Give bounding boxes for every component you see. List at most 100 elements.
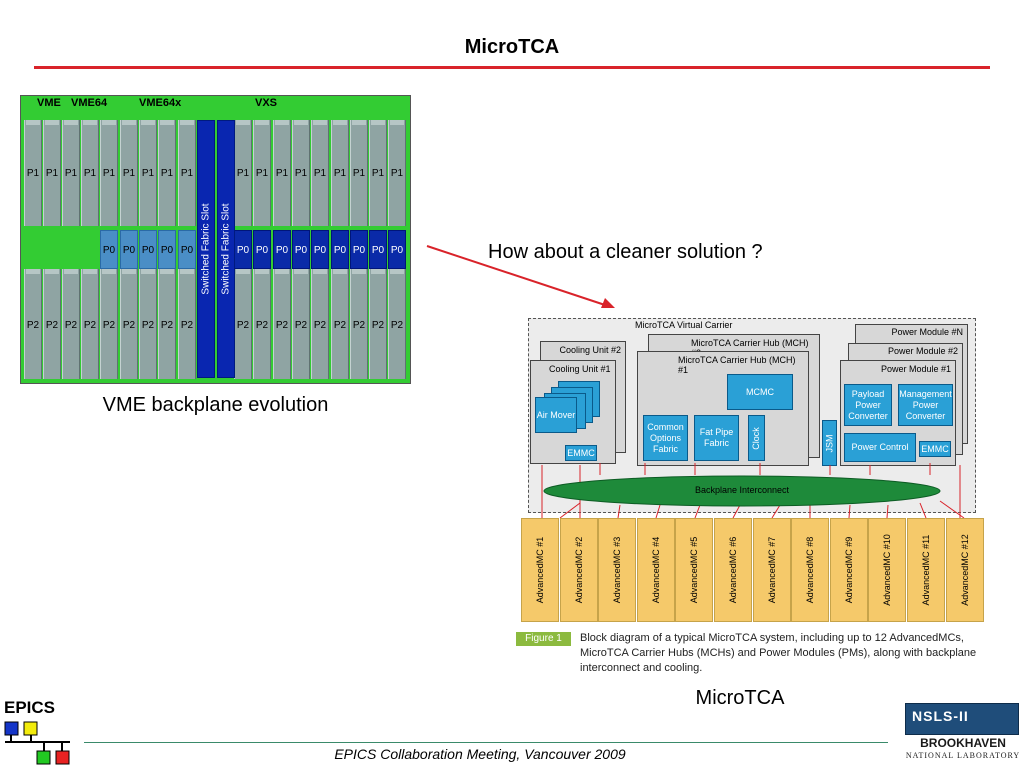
p1-slot (100, 120, 118, 226)
jsm-label: JSM (824, 434, 834, 452)
p2-slot (273, 269, 291, 379)
p2-label: P2 (333, 320, 347, 331)
advancedmc-label: AdvancedMC #1 (535, 536, 545, 604)
p0-connector: P0 (311, 230, 329, 269)
vme64-header: VME64 (71, 97, 108, 109)
power-module-1-label: Power Module #1 (880, 364, 951, 374)
advancedmc-card: AdvancedMC #5 (675, 518, 714, 622)
p2-label: P2 (352, 320, 366, 331)
footer-text: EPICS Collaboration Meeting, Vancouver 2… (334, 746, 626, 762)
p1-slot (273, 120, 291, 226)
advancedmc-label: AdvancedMC #2 (573, 536, 584, 604)
p1-slot (388, 120, 406, 226)
p2-slot (369, 269, 387, 379)
p2-label: P2 (255, 320, 269, 331)
air-mover: Air Mover (535, 397, 577, 433)
p2-label: P2 (236, 320, 250, 331)
power-module-2-label: Power Module #2 (887, 346, 958, 356)
advancedmc-label: AdvancedMC #4 (650, 536, 661, 604)
p1-slot (292, 120, 310, 226)
national-lab-text: NATIONAL LABORATORY (905, 751, 1021, 760)
p1-label: P1 (294, 168, 308, 179)
p1-label: P1 (141, 168, 155, 179)
red-arrow (426, 245, 615, 308)
virtual-carrier-label: MicroTCA Virtual Carrier (635, 320, 733, 330)
vme-header: VME (37, 97, 61, 109)
p0-connector: P0 (388, 230, 406, 269)
advancedmc-label: AdvancedMC #7 (766, 536, 777, 604)
advancedmc-label: AdvancedMC #5 (689, 536, 700, 604)
figure-caption: Block diagram of a typical MicroTCA syst… (580, 632, 977, 674)
advancedmc-label: AdvancedMC #6 (728, 536, 738, 604)
p1-label: P1 (45, 168, 59, 179)
vxs-header: VXS (255, 97, 278, 109)
p2-slot (350, 269, 368, 379)
p2-slot (311, 269, 329, 379)
p1-label: P1 (64, 168, 78, 179)
advancedmc-card: AdvancedMC #8 (791, 518, 830, 622)
p0-connector: P0 (100, 230, 118, 269)
p1-label: P1 (333, 168, 347, 179)
question-text: How about a cleaner solution ? (488, 241, 763, 263)
advancedmc-label: AdvancedMC #10 (882, 534, 893, 606)
p2-label: P2 (64, 320, 78, 331)
p2-slot (331, 269, 349, 379)
microtca-caption: MicroTCA (695, 687, 785, 709)
management-power-converter: Management Power Converter (898, 384, 953, 426)
p2-slot (100, 269, 118, 379)
p1-slot (24, 120, 42, 226)
advancedmc-card: AdvancedMC #9 (829, 518, 868, 622)
advancedmc-card: AdvancedMC #3 (598, 518, 637, 622)
common-options-fabric: Common Options Fabric (643, 415, 688, 461)
advancedmc-card: AdvancedMC #7 (752, 518, 791, 622)
advancedmc-card: AdvancedMC #1 (521, 518, 559, 622)
fat-pipe-fabric: Fat Pipe Fabric (694, 415, 739, 461)
p2-slot (120, 269, 138, 379)
p2-label: P2 (122, 320, 136, 331)
p0-connector: P0 (350, 230, 368, 269)
p1-label: P1 (83, 168, 97, 179)
p0-connector: P0 (178, 230, 196, 269)
mcmc-block: MCMC (727, 374, 793, 410)
backplane-interconnect-label: Backplane Interconnect (694, 485, 790, 495)
mch-1-label: MicroTCA Carrier Hub (MCH) #1 (678, 355, 796, 375)
p2-label: P2 (275, 320, 289, 331)
p1-slot (253, 120, 271, 226)
p1-label: P1 (122, 168, 136, 179)
p2-slot (139, 269, 157, 379)
p1-label: P1 (352, 168, 366, 179)
p0-connector: P0 (331, 230, 349, 269)
figure-badge: Figure 1 (516, 632, 571, 646)
advancedmc-label: AdvancedMC #11 (921, 534, 931, 606)
power-control: Power Control (844, 433, 916, 462)
p1-label: P1 (180, 168, 194, 179)
p2-label: P2 (26, 320, 40, 331)
p2-slot (388, 269, 406, 379)
p2-slot (253, 269, 271, 379)
backplane-interconnect (543, 475, 941, 507)
p1-slot (311, 120, 329, 226)
power-module-n-label: Power Module #N (891, 327, 963, 337)
p1-slot (369, 120, 387, 226)
advancedmc-label: AdvancedMC #12 (959, 534, 970, 606)
p2-slot (62, 269, 80, 379)
p0-connector: P0 (273, 230, 291, 269)
advancedmc-card: AdvancedMC #6 (714, 518, 752, 622)
cooling-unit-2-label: Cooling Unit #2 (559, 345, 621, 355)
cooling-emmc: EMMC (565, 445, 597, 461)
p0-connector: P0 (139, 230, 157, 269)
p2-label: P2 (294, 320, 308, 331)
nsls-logo-text: NSLS-II (912, 708, 969, 724)
p2-slot (158, 269, 176, 379)
slide-title: MicroTCA (464, 36, 560, 58)
p2-label: P2 (102, 320, 116, 331)
p1-slot (139, 120, 157, 226)
p2-label: P2 (45, 320, 59, 331)
payload-power-converter: Payload Power Converter (844, 384, 892, 426)
p1-slot (120, 120, 138, 226)
p2-slot (81, 269, 99, 379)
p0-connector: P0 (369, 230, 387, 269)
nsls-logo: NSLS-II (905, 703, 1019, 735)
p0-connector: P0 (253, 230, 271, 269)
